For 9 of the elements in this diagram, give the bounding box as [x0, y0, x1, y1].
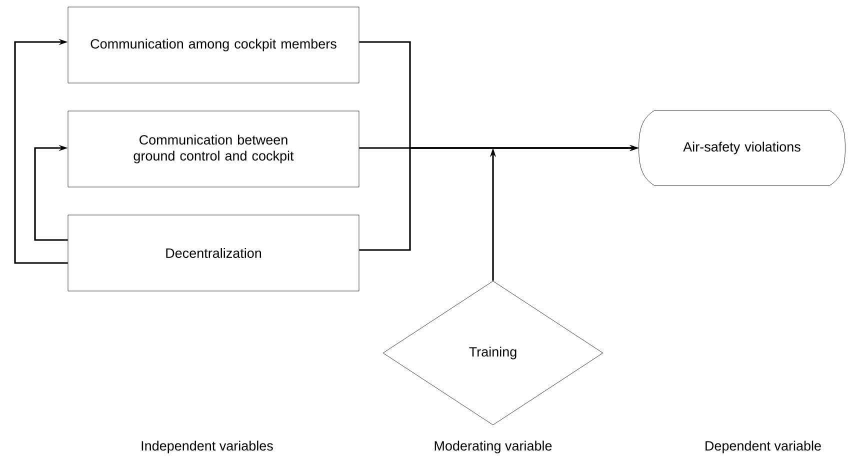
arrow [34, 144, 68, 241]
process-box: Decentralization [68, 214, 360, 292]
column-label: Moderating variable [434, 440, 552, 454]
arrow [14, 38, 68, 264]
column-label: Dependent variable [706, 440, 821, 454]
process-box: Communication between ground control and cockpit [68, 110, 360, 188]
process-box: Communication among cockpit members [68, 6, 360, 84]
column-label: Independent variables [142, 440, 273, 454]
terminal-shape: Air-safety violations [638, 110, 846, 186]
